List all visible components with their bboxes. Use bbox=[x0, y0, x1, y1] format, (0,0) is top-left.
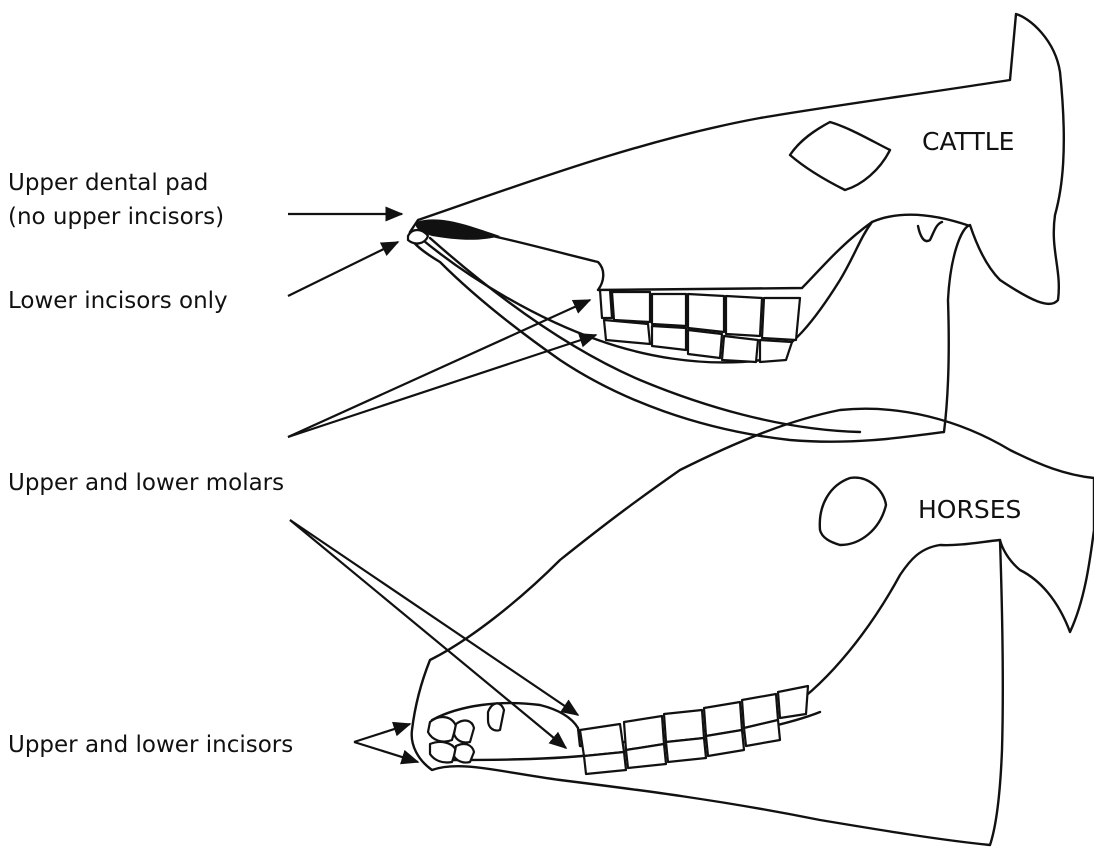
horse-canine bbox=[488, 703, 504, 730]
label-upper-lower-incisors: Upper and lower incisors bbox=[8, 732, 293, 758]
horse-skull bbox=[412, 409, 1094, 845]
horses-title: HORSES bbox=[918, 495, 1021, 524]
cattle-eye-orbit bbox=[790, 122, 890, 190]
annotation-arrows bbox=[288, 214, 596, 762]
cattle-title: CATTLE bbox=[922, 127, 1014, 156]
horse-eye-orbit bbox=[820, 478, 886, 545]
arrow-cattle-lower-molars bbox=[288, 335, 596, 437]
arrow-horse-upper-molars bbox=[290, 520, 578, 715]
arrow-horse-lower-molars bbox=[290, 520, 566, 748]
arrow-horse-lower-incisors bbox=[354, 742, 418, 762]
cattle-upper-jaw bbox=[430, 215, 970, 290]
labels: CATTLE HORSES Upper dental pad (no upper… bbox=[8, 127, 1021, 758]
horse-upper-incisors bbox=[428, 717, 474, 742]
label-upper-lower-molars: Upper and lower molars bbox=[8, 470, 284, 496]
arrow-horse-upper-incisors bbox=[354, 724, 410, 742]
cattle-lower-incisor bbox=[408, 230, 428, 243]
cattle-jaw-notch bbox=[918, 222, 942, 241]
label-lower-incisors-only: Lower incisors only bbox=[8, 288, 228, 314]
cattle-skull bbox=[408, 14, 1064, 442]
cattle-skull-outline bbox=[410, 14, 1064, 442]
arrow-cattle-upper-molars bbox=[288, 300, 590, 437]
horse-skull-outline bbox=[412, 409, 1094, 845]
label-dental-pad-line1: Upper dental pad bbox=[8, 170, 208, 196]
horse-lower-incisors bbox=[430, 742, 474, 763]
label-dental-pad-line2: (no upper incisors) bbox=[8, 204, 224, 230]
arrow-lower-incisors-cattle bbox=[288, 242, 398, 296]
